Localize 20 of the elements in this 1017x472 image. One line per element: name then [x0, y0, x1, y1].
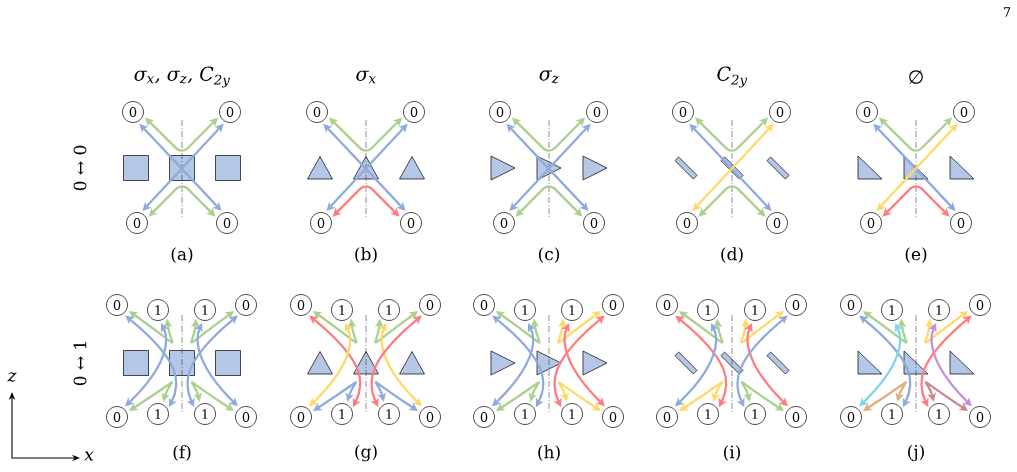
- panel-label: (i): [724, 445, 740, 461]
- panel-label: (e): [905, 247, 927, 263]
- column-header: ∅: [909, 70, 923, 84]
- axis-label: z: [7, 372, 17, 382]
- column-header: C$_{2y}$: [717, 66, 748, 88]
- panel-label: (b): [355, 247, 377, 263]
- row-label: 0 ↔ 1: [73, 342, 87, 386]
- panel-label: (a): [171, 247, 193, 263]
- column-header: σ$_{x}$: [356, 70, 376, 84]
- panel-label: (f): [173, 445, 191, 461]
- panel-label: (d): [721, 247, 743, 263]
- panel-label: (c): [538, 247, 560, 263]
- column-header: σ$_{x}$, σ$_{z}$, C$_{2y}$: [134, 66, 230, 88]
- page-number: 7: [1003, 7, 1011, 17]
- panel-label: (h): [538, 445, 560, 461]
- column-header: σ$_{z}$: [539, 70, 559, 84]
- axis-label: x: [84, 451, 94, 461]
- row-label: 0 ↔ 0: [73, 145, 87, 191]
- panel-label: (j): [908, 444, 924, 462]
- panel-label: (g): [355, 444, 377, 462]
